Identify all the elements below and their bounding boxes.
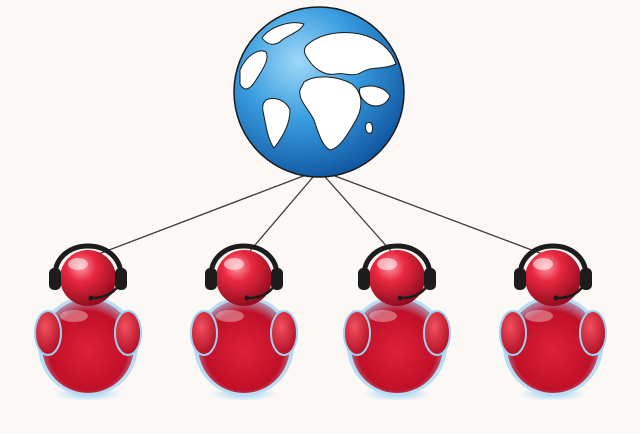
connector-line [318,169,398,259]
connector-lines [87,169,554,259]
headset-agent-icon [191,246,297,401]
globe-icon [233,6,405,178]
headset-agent-icon [500,246,606,401]
connector-line [318,169,554,259]
agents [35,246,606,401]
headset-agent-icon [35,246,141,401]
connector-line [243,169,320,259]
connector-line [87,169,320,259]
headset-agent-icon [344,246,450,401]
